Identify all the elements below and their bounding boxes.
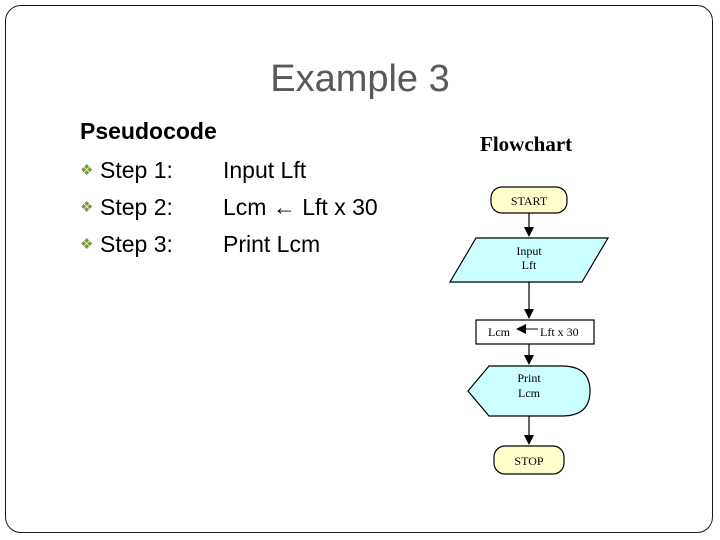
input-label-line2: Lft xyxy=(522,258,537,272)
pseudocode-heading: Pseudocode xyxy=(80,118,217,144)
bullet-icon: ❖ xyxy=(80,162,94,179)
stop-label: STOP xyxy=(514,454,543,468)
start-label: START xyxy=(511,194,548,208)
bullet-icon: ❖ xyxy=(80,236,94,253)
pseudocode-step-3: ❖ Step 3: Print Lcm xyxy=(80,231,320,258)
step-action: Input Lft xyxy=(223,157,307,183)
input-label-line1: Input xyxy=(516,244,542,258)
output-display-shape xyxy=(467,365,591,417)
process-left-label: Lcm xyxy=(488,325,511,339)
input-parallelogram xyxy=(448,237,610,283)
step-action: Lcm ← Lft x 30 xyxy=(223,194,378,220)
process-right-label: Lft x 30 xyxy=(540,325,579,339)
pseudocode-step-1: ❖ Step 1: Input Lft xyxy=(80,157,306,184)
flowchart-heading: Flowchart xyxy=(480,132,573,156)
step-label: Step 1: xyxy=(100,157,173,183)
slide-title: Example 3 xyxy=(270,58,450,100)
bullet-icon: ❖ xyxy=(80,199,94,216)
stop-terminal xyxy=(493,445,565,475)
slide-frame xyxy=(5,5,713,533)
step-label: Step 2: xyxy=(100,194,173,220)
step-label: Step 3: xyxy=(100,231,173,257)
output-label-line2: Lcm xyxy=(518,386,541,400)
process-box xyxy=(475,319,595,345)
step-action: Print Lcm xyxy=(223,231,321,257)
output-label-line1: Print xyxy=(517,371,541,385)
pseudocode-step-2: ❖ Step 2: Lcm ← Lft x 30 xyxy=(80,194,378,221)
